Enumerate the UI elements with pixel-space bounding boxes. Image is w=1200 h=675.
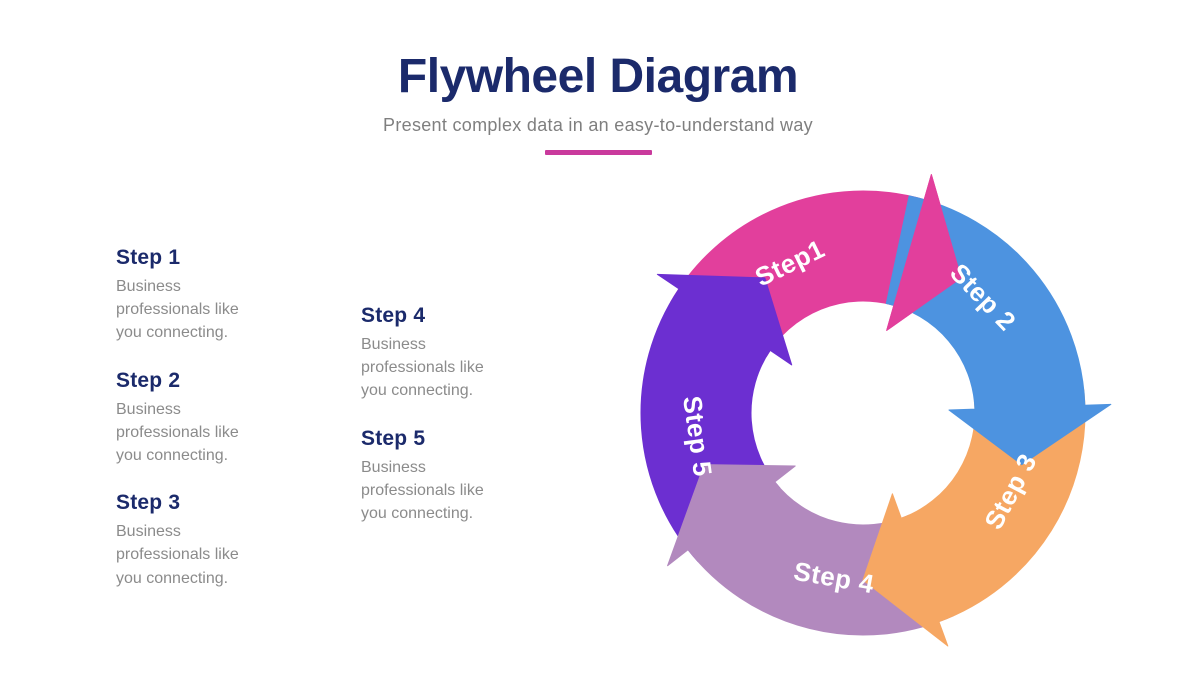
- title-underline: [544, 150, 652, 156]
- step-block-3: Step 3 Business professionals like you c…: [116, 491, 276, 590]
- page-title: Flywheel Diagram: [397, 50, 799, 103]
- page-subtitle: Present complex data in an easy-to-under…: [383, 115, 813, 136]
- step-block-1: Step 1 Business professionals like you c…: [116, 246, 276, 345]
- step-description: Business professionals like you connecti…: [116, 523, 239, 587]
- step-title: Step 1: [116, 246, 181, 269]
- step-description: Business professionals like you connecti…: [361, 458, 484, 522]
- step-description: Business professionals like you connecti…: [116, 400, 239, 464]
- step-title: Step 3: [116, 491, 181, 515]
- steps-column-middle: Step 4 Business professionals like you c…: [361, 304, 521, 549]
- steps-column-left: Step 1 Business professionals like you c…: [116, 246, 276, 614]
- step-title: Step 2: [116, 368, 181, 392]
- step-description: Business professionals like you connecti…: [361, 336, 484, 400]
- step-title: Step 5: [361, 426, 426, 450]
- step-block-4: Step 4 Business professionals like you c…: [361, 304, 521, 403]
- flywheel-segment-step-1-head: [886, 174, 962, 331]
- header: Flywheel Diagram Present complex data in…: [0, 50, 1196, 156]
- step-block-5: Step 5 Business professionals like you c…: [361, 427, 521, 526]
- step-title: Step 4: [361, 304, 426, 327]
- step-description: Business professionals like you connecti…: [116, 278, 239, 342]
- step-block-2: Step 2 Business professionals like you c…: [116, 369, 276, 468]
